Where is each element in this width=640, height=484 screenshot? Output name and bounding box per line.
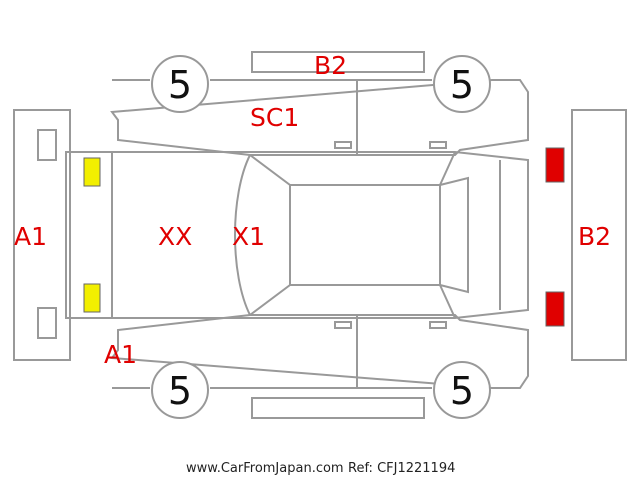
headlight-top xyxy=(83,157,101,187)
rear-pillar-top xyxy=(439,151,456,186)
top-side-panel xyxy=(110,79,529,156)
footer-site: www.CarFromJapan.com xyxy=(186,461,344,476)
tire-front-left-circle xyxy=(151,55,209,113)
bottom-side-panel xyxy=(110,314,529,389)
windshield-front xyxy=(234,154,251,316)
label-side-top: SC1 xyxy=(250,103,299,132)
label-rear-bumper: B2 xyxy=(578,222,611,251)
taillight-bottom xyxy=(545,291,565,327)
headlight-bottom xyxy=(83,283,101,313)
footer-ref: Ref: CFJ1221194 xyxy=(348,461,455,476)
top-rear-door-handle xyxy=(429,141,447,149)
top-roof-rail xyxy=(251,51,425,73)
front-bumper-slot-bottom xyxy=(37,307,57,339)
rear-bumper xyxy=(571,109,627,361)
label-hood: XX xyxy=(158,222,192,251)
label-windshield: X1 xyxy=(232,222,265,251)
top-front-door-handle xyxy=(334,141,352,149)
label-roof-rail-top: B2 xyxy=(314,51,347,80)
bottom-front-door-handle xyxy=(334,321,352,329)
roof xyxy=(289,184,441,286)
body-outline xyxy=(65,151,529,319)
taillight-top xyxy=(545,147,565,183)
label-front-corner: A1 xyxy=(104,340,137,369)
rear-window xyxy=(439,176,469,294)
tire-front-right-grade: 5 xyxy=(168,369,192,413)
front-bumper xyxy=(13,109,71,361)
front-bumper-slot-top xyxy=(37,129,57,161)
bottom-rear-door-handle xyxy=(429,321,447,329)
tire-front-right-circle xyxy=(151,361,209,419)
label-front-bumper: A1 xyxy=(14,222,47,251)
tire-rear-right-circle xyxy=(433,361,491,419)
bottom-roof-rail xyxy=(251,397,425,419)
tire-rear-left-circle xyxy=(433,55,491,113)
tire-rear-right-grade: 5 xyxy=(450,369,474,413)
tire-front-left-grade: 5 xyxy=(168,63,192,107)
tire-rear-left-grade: 5 xyxy=(450,63,474,107)
rear-pillar-bottom xyxy=(439,284,456,319)
